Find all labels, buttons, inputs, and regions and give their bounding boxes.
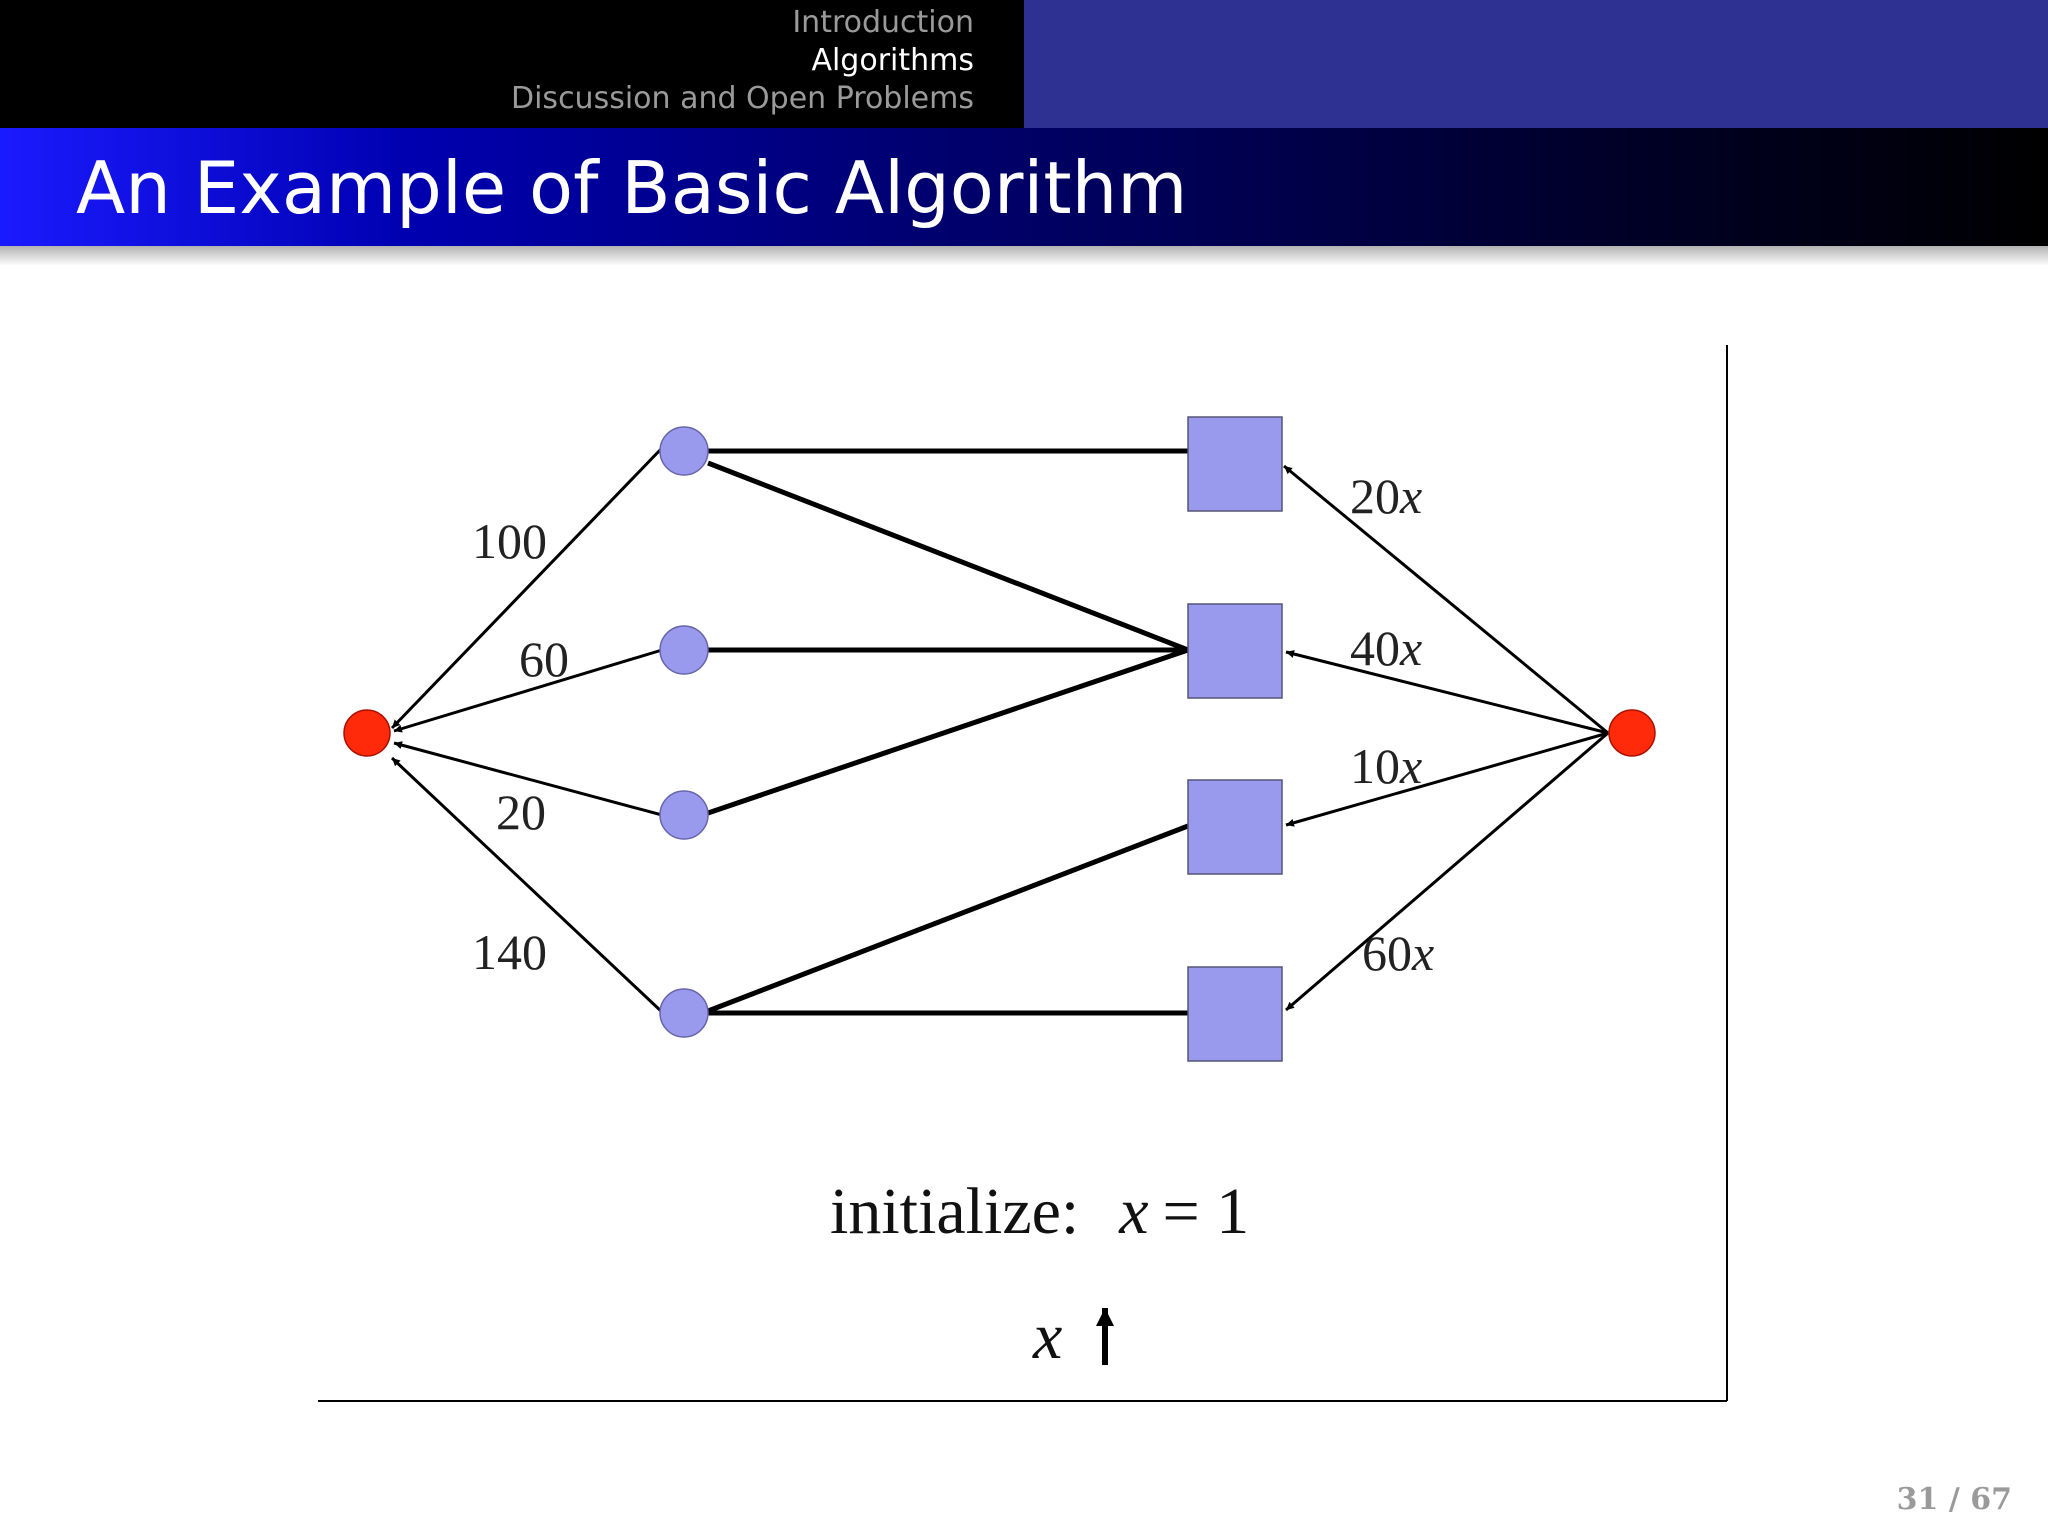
left-arrows: [390, 446, 664, 1014]
nav-item-algorithms[interactable]: Algorithms: [811, 43, 974, 78]
arrow-sink-s3: [1285, 731, 1609, 827]
left-node-3: [659, 790, 709, 840]
left-node-1: [659, 426, 709, 476]
sink-node: [1608, 709, 1656, 757]
edge-label-60x: 60x: [1362, 925, 1434, 981]
right-node-2: [1187, 603, 1283, 699]
title-bar: [0, 128, 2048, 246]
right-node-1: [1187, 416, 1283, 512]
arrow-sink-s1: [1283, 464, 1609, 735]
nav-bar-right: [1024, 0, 2048, 128]
middle-edges: [707, 448, 1197, 1016]
edge-label-60: 60: [519, 631, 569, 687]
x-variable: x: [1032, 1300, 1062, 1373]
edge-label-20x: 20x: [1350, 468, 1422, 524]
arrow-c4-source: [390, 756, 664, 1014]
init-statement: initialize:x= 1: [830, 1175, 1249, 1248]
edge-c4-s3: [707, 823, 1189, 1014]
title-shadow: [0, 246, 2048, 266]
nav-bar-left: Introduction Algorithms Discussion and O…: [0, 0, 1024, 128]
edge-label-20: 20: [496, 784, 546, 840]
section-nav: Introduction Algorithms Discussion and O…: [511, 4, 974, 118]
right-node-group: [1187, 416, 1283, 1062]
edge-label-10x: 10x: [1350, 738, 1422, 794]
arrow-c3-source: [393, 741, 663, 817]
arrow-sink-s4: [1285, 731, 1609, 1012]
left-node-4: [659, 988, 709, 1038]
edge-label-100: 100: [472, 513, 547, 569]
left-node-2: [659, 625, 709, 675]
edge-label-140: 140: [472, 924, 547, 980]
edge-c3-s2: [707, 647, 1189, 816]
right-arrows: [1283, 464, 1609, 1012]
right-node-4: [1187, 966, 1283, 1062]
nav-item-discussion[interactable]: Discussion and Open Problems: [511, 81, 974, 116]
right-node-3: [1187, 779, 1283, 875]
edge-c1-s2: [707, 460, 1189, 653]
nav-item-introduction[interactable]: Introduction: [792, 5, 974, 40]
source-node: [343, 709, 391, 757]
arrow-c2-source: [393, 648, 663, 733]
edge-label-40x: 40x: [1350, 620, 1422, 676]
arrow-sink-s2: [1285, 650, 1609, 735]
arrow-c1-source: [390, 446, 664, 730]
left-node-group: [659, 426, 709, 1038]
slide-title: An Example of Basic Algorithm: [76, 146, 1188, 230]
page-number: 31 / 67: [1896, 1482, 2012, 1517]
